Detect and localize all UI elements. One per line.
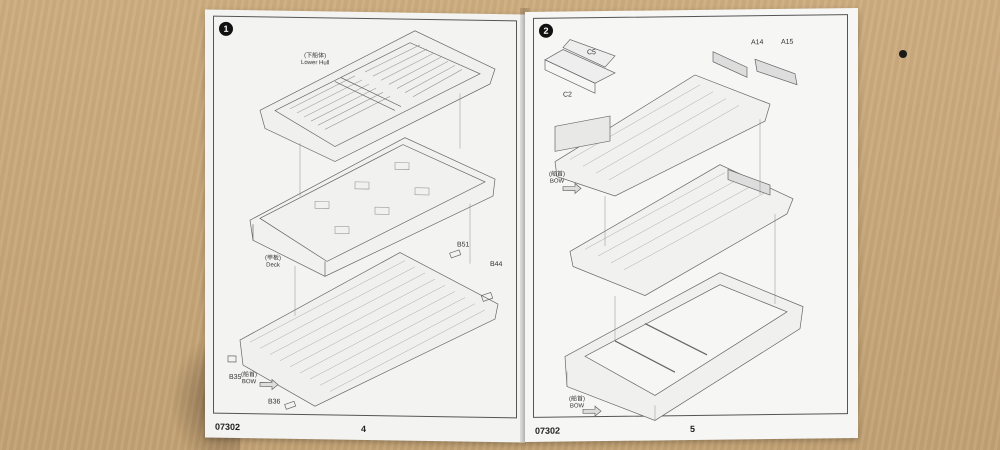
page-number: 4 [361,423,367,435]
instruction-page-right: 2 [525,7,858,443]
part-label: A14 [751,39,764,47]
part-label: B51 [457,241,470,249]
hull-bottom-part [239,252,499,407]
page-number: 5 [690,423,696,435]
bow-label: (船首) BOW [241,372,257,386]
middle-deck-part [569,164,794,296]
bow-label: (船首) BOW [549,171,565,185]
part-label: B36 [268,398,281,406]
deck-part [249,137,496,277]
hull-assembly-drawing [544,39,804,421]
part-label: C2 [563,91,572,99]
instruction-page-left: 1 [205,9,525,443]
part-label: B44 [490,260,503,269]
deck-label: (甲板) Deck [265,255,281,269]
kit-code: 07302 [215,421,241,433]
kit-code: 07302 [535,425,561,436]
part-label: B35 [229,373,242,382]
table-hole [899,50,907,58]
part-label: A15 [781,38,794,46]
bow-label: (船首) BOW [569,396,585,410]
lower-hull-label: (下船体) Lower Hull [301,53,330,67]
lower-hull-part [259,30,496,162]
hull-assembly-drawing [227,30,499,410]
part-label: C5 [587,49,596,57]
